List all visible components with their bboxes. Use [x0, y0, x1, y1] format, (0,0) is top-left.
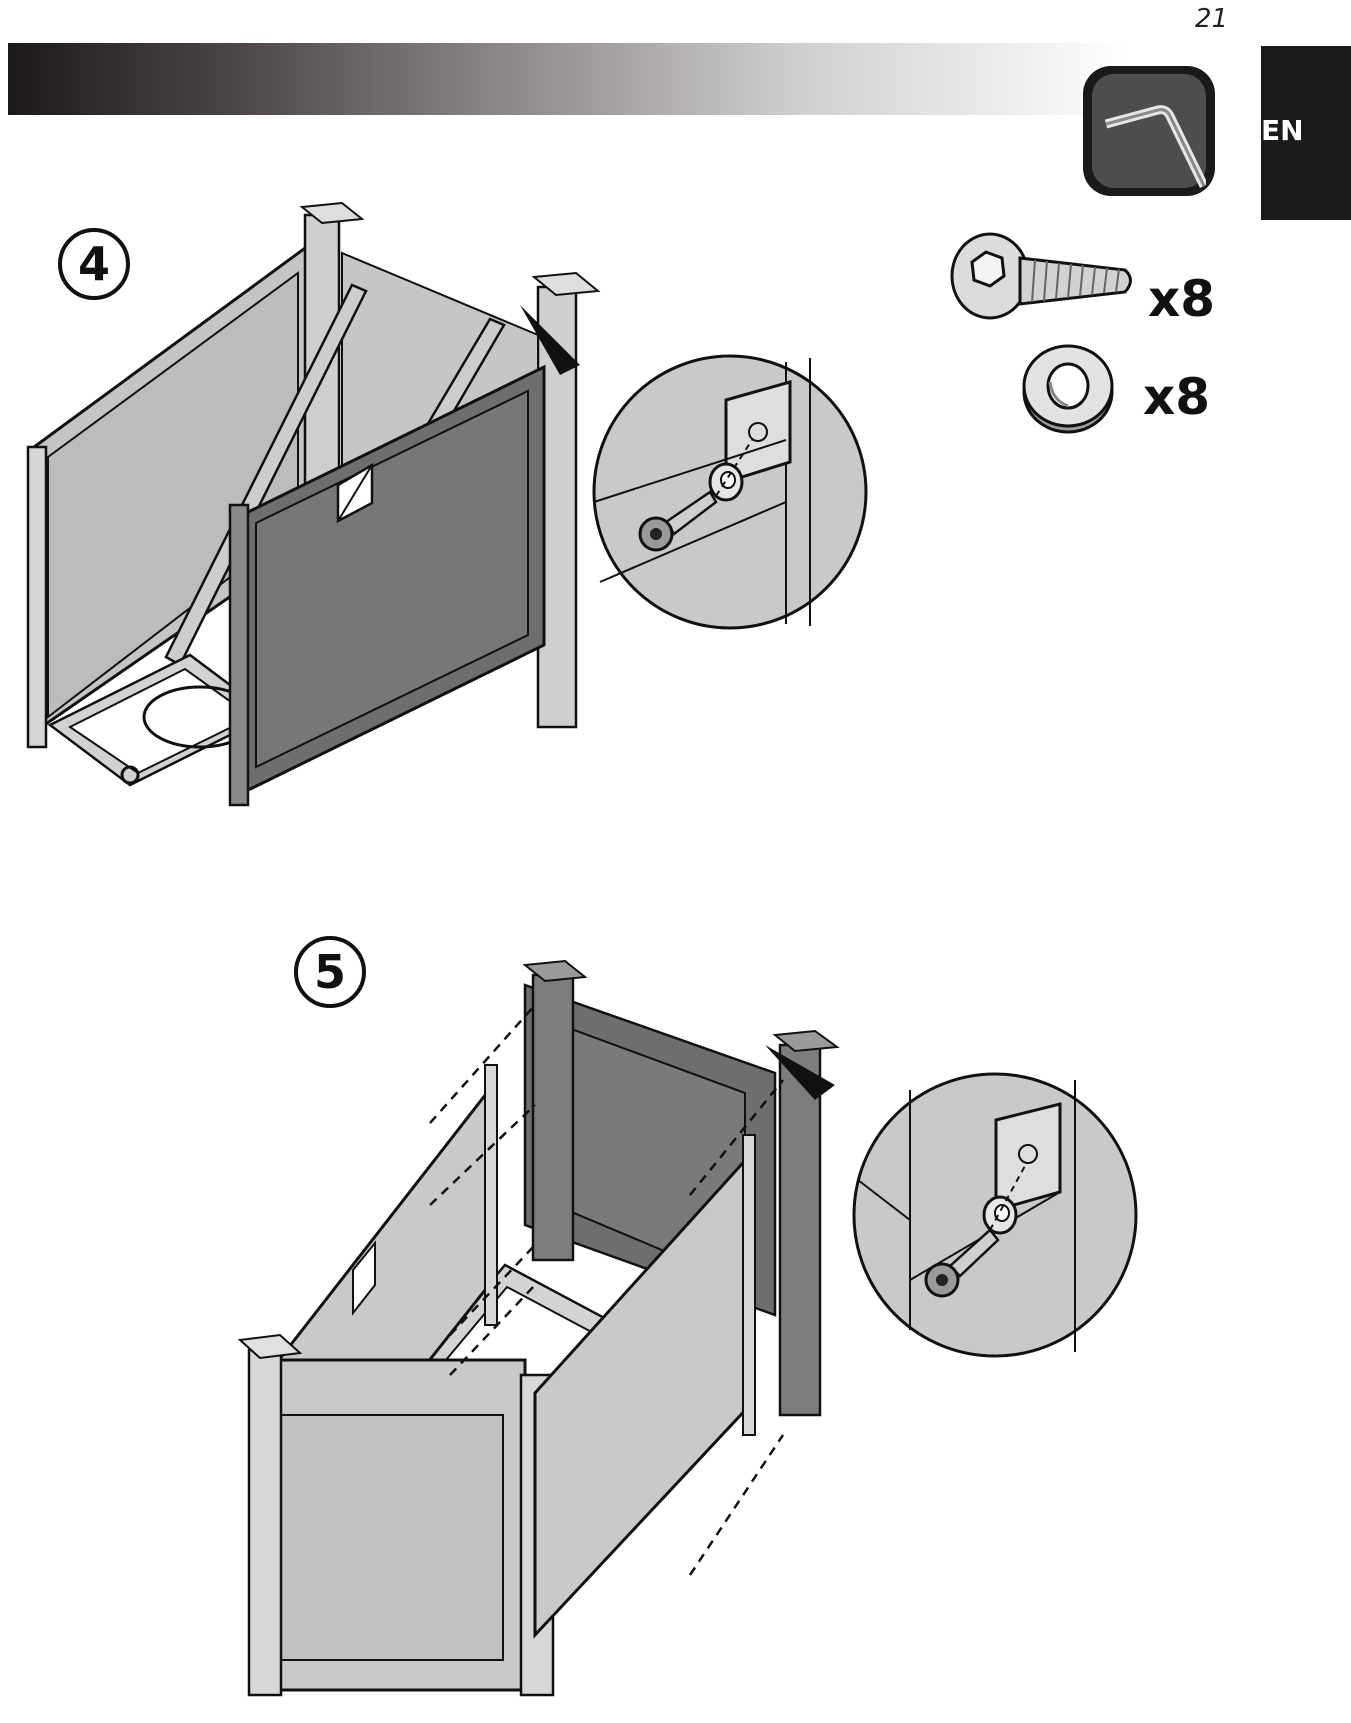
- attach-front-panel-illustration: [26, 201, 601, 807]
- header-gradient-bar: [8, 43, 1128, 115]
- attach-back-posts-illustration: [237, 959, 840, 1697]
- washer-icon: [708, 462, 744, 502]
- language-tab: [1261, 46, 1351, 220]
- allen-key-icon: [1104, 105, 1209, 188]
- washer-quantity: x8: [1143, 368, 1211, 426]
- button-head-bolt-icon: [950, 232, 1132, 320]
- step-5-number: 5: [294, 936, 366, 1008]
- page-number: 21: [1195, 4, 1229, 34]
- step-4-detail-magnifier: [592, 354, 868, 630]
- bolt-quantity: x8: [1148, 270, 1216, 328]
- washer-icon: [982, 1195, 1018, 1235]
- language-label: EN: [1261, 114, 1304, 147]
- button-head-bolt-icon: [638, 490, 718, 552]
- step-4-number: 4: [58, 228, 130, 300]
- washer-icon: [1022, 344, 1114, 434]
- step-5-detail-magnifier: [852, 1072, 1138, 1358]
- button-head-bolt-icon: [924, 1228, 1000, 1298]
- tool-indicator: [1083, 66, 1215, 196]
